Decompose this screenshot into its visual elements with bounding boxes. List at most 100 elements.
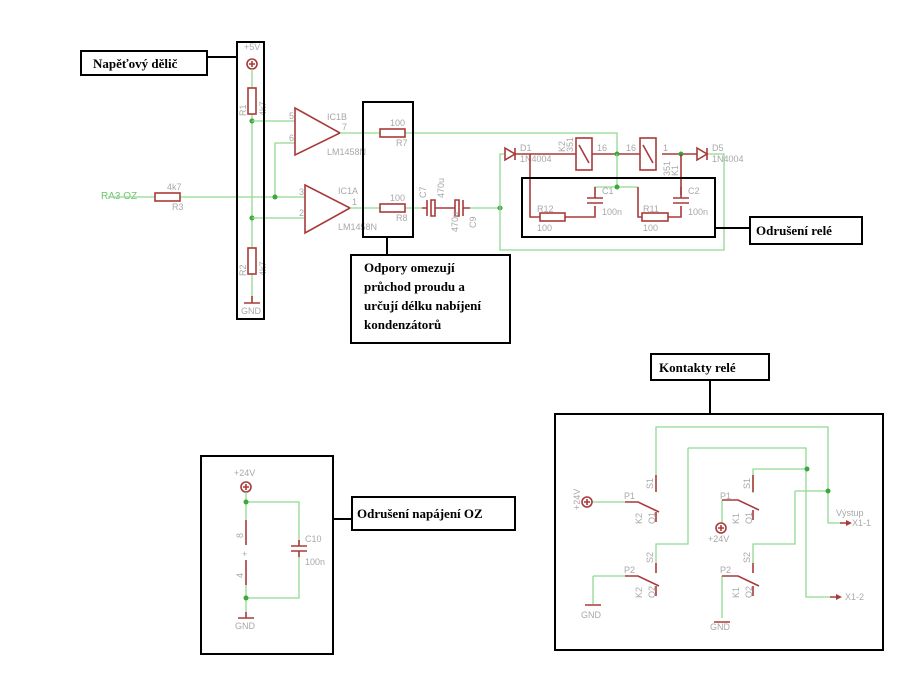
p2-label: P2 xyxy=(624,565,635,575)
relay-filter-note xyxy=(749,216,863,245)
diode-type-label: 1N4004 xyxy=(520,154,552,164)
2-label: určují délku nabíjení xyxy=(364,298,481,313)
o2-label: O2 xyxy=(744,586,754,598)
r3-label: R3 xyxy=(172,202,184,212)
p2-label: P2 xyxy=(720,565,731,575)
contacts-note xyxy=(650,353,770,381)
0-label: Odpory omezují xyxy=(364,260,455,275)
pin3-label: 3 xyxy=(299,187,304,197)
c7-label: C7 xyxy=(418,186,428,198)
c2-val-label: 100n xyxy=(688,207,708,217)
r7-val-label: 100 xyxy=(390,118,405,128)
c1-val-label: 100n xyxy=(602,207,622,217)
ground-symbol xyxy=(244,296,260,304)
diode-d5 xyxy=(696,146,709,162)
divider-frame xyxy=(236,41,265,320)
relay-filter-label: Odrušení relé xyxy=(756,223,832,238)
o2-label: O2 xyxy=(647,586,657,598)
pin2-label: 2 xyxy=(299,208,304,218)
divider-label: Napěťový dělič xyxy=(93,56,178,71)
resistor-r8 xyxy=(379,203,406,213)
k1-label: K1 xyxy=(731,513,741,524)
resistor-r11 xyxy=(641,212,669,222)
vcc24-label: +24V xyxy=(572,489,582,510)
r7-label: R7 xyxy=(396,138,408,148)
relay-k1-coil xyxy=(639,137,657,171)
o1-label: O1 xyxy=(744,512,754,524)
3-label: kondenzátorů xyxy=(364,317,441,332)
vcc5-label: +5V xyxy=(244,42,260,52)
resistor-r3 xyxy=(154,192,181,202)
r11-val-label: 100 xyxy=(643,223,658,233)
relay-pin16-label: 16 xyxy=(597,143,607,153)
resistor-r2 xyxy=(247,247,257,275)
supply-filter-frame xyxy=(200,455,334,655)
plus-label: + xyxy=(242,549,247,559)
k2-label: K2 xyxy=(557,141,567,152)
gnd-label: GND xyxy=(241,306,262,316)
gnd-label: GND xyxy=(710,622,731,632)
opamp-supply: +24V 8 + 4 GND C10 100n xyxy=(234,468,325,631)
c9-val-label: 470u xyxy=(450,212,460,232)
supply-filter-note xyxy=(351,496,516,531)
ic-type-label: LM1458N xyxy=(338,222,377,232)
r1-label: R1 xyxy=(238,104,248,116)
relay-snubbers: R12 100 R11 100 C1 100n C2 100n xyxy=(529,154,708,233)
d1-label: D1 xyxy=(520,143,532,153)
pin4-label: 4 xyxy=(235,573,245,578)
r2-label: R2 xyxy=(238,264,248,276)
p1-label: P1 xyxy=(624,491,635,501)
pin1-label: 1 xyxy=(352,197,357,207)
relay-type-label: 351 xyxy=(662,161,672,176)
o1-label: O1 xyxy=(647,512,657,524)
relay-contacts-label: Kontakty relé xyxy=(659,360,736,375)
c9-label: C9 xyxy=(468,216,478,228)
r11-label: R11 xyxy=(643,204,659,214)
resistor-r12 xyxy=(539,212,566,222)
opamps: RA3 OZ 4k7 R3 5 6 7 3 2 1 IC1B LM1458N I… xyxy=(101,106,377,235)
c10-label: C10 xyxy=(305,534,322,544)
opamp-ic1b xyxy=(294,106,342,157)
c1-label: C1 xyxy=(602,186,614,196)
vcc24-label: +24V xyxy=(234,468,255,478)
vcc24-label: +24V xyxy=(708,534,729,544)
r12-label: R12 xyxy=(537,204,554,214)
output-resistors: 100 R7 100 R8 C7 470u 470u C9 xyxy=(340,118,618,232)
r3-val-label: 4k7 xyxy=(167,182,182,192)
x1-1-label: X1-1 xyxy=(852,518,871,528)
divider-note xyxy=(80,50,208,76)
s2-label: S2 xyxy=(645,552,655,563)
relay-k2-coil xyxy=(575,137,593,171)
relay-pin16-label: 16 xyxy=(626,143,636,153)
opamp-supply-filter-label: Odrušení napájení OZ xyxy=(357,506,483,521)
k2-label: K2 xyxy=(634,587,644,598)
resistor-r7 xyxy=(379,128,406,138)
capacitors-c7-c9 xyxy=(422,199,470,217)
relay-coils: D1 1N4004 K2 351 16 16 1 351 K1 D5 1N400… xyxy=(499,137,744,251)
pin6-label: 6 xyxy=(289,133,294,143)
pin7-label: 7 xyxy=(342,122,347,132)
s1-label: S1 xyxy=(645,478,655,489)
r8-val-label: 100 xyxy=(390,193,405,203)
s2-label: S2 xyxy=(742,552,752,563)
pin5-label: 5 xyxy=(289,111,294,121)
relay-contacts: +24V +24V GND GND P1 P2 P1 P2 S1 S2 S1 S… xyxy=(572,426,871,632)
opamp-ic1a xyxy=(304,183,352,235)
x1-2-label: X1-2 xyxy=(845,592,864,602)
r12-val-label: 100 xyxy=(537,223,552,233)
gnd-label: GND xyxy=(581,610,602,620)
d5-label: D5 xyxy=(712,143,724,153)
relay-type-label: 351 xyxy=(565,137,575,152)
k1-label: K1 xyxy=(731,587,741,598)
c7-val-label: 470u xyxy=(436,178,446,198)
k2-label: K2 xyxy=(634,513,644,524)
resistors-note xyxy=(350,254,511,344)
contacts-frame xyxy=(554,413,884,651)
r8-label: R8 xyxy=(396,213,408,223)
gnd-label: GND xyxy=(235,621,256,631)
k1-label: K1 xyxy=(670,165,680,176)
ic-type-label: LM1458N xyxy=(327,147,366,157)
ic1b-label: IC1B xyxy=(327,112,347,122)
annotation-boxes: Napěťový dělič Odpory omezují průchod pr… xyxy=(80,41,884,655)
